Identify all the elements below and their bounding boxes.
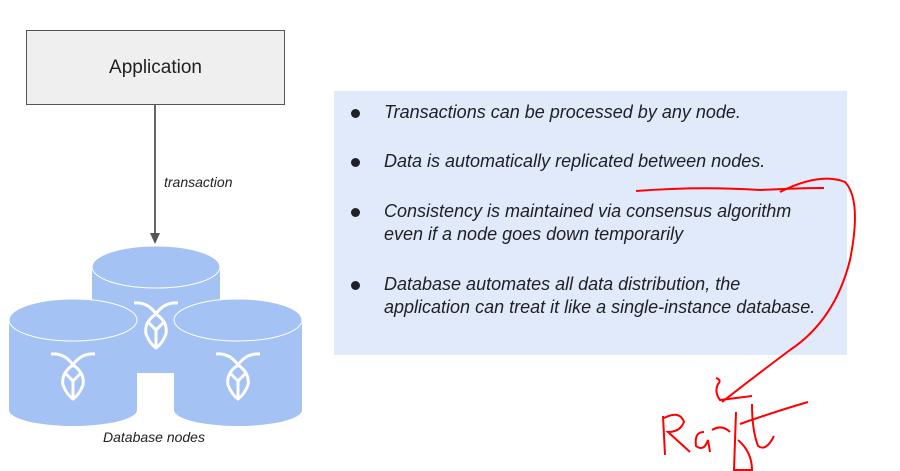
transaction-label: transaction xyxy=(164,174,233,190)
bullet-icon xyxy=(351,158,360,167)
cockroach-logo-icon xyxy=(215,352,261,401)
bullet-text: Database automates all data distribution… xyxy=(384,274,816,317)
bullet-text: Consistency is maintained via consensus … xyxy=(384,201,792,244)
database-node-right xyxy=(173,298,303,426)
curved-arrow-stroke xyxy=(721,177,856,403)
application-label: Application xyxy=(109,56,202,78)
database-nodes-label: Database nodes xyxy=(103,429,205,445)
bullet-icon xyxy=(351,109,360,118)
features-panel: Transactions can be processed by any nod… xyxy=(334,91,847,355)
bullet-text: Transactions can be processed by any nod… xyxy=(384,102,741,122)
cockroach-logo-icon xyxy=(50,352,96,401)
bullet-icon xyxy=(351,208,360,217)
arrow-head-stroke xyxy=(715,377,753,402)
transaction-arrow-head xyxy=(150,233,160,244)
bullet-text: Data is automatically replicated between… xyxy=(384,151,766,171)
bullet-icon xyxy=(351,281,360,290)
cockroach-logo-icon xyxy=(133,301,179,350)
underline-stroke xyxy=(635,187,825,192)
database-node-left xyxy=(8,298,138,426)
application-box: Application xyxy=(26,30,285,105)
handwritten-raft-text xyxy=(662,401,809,471)
